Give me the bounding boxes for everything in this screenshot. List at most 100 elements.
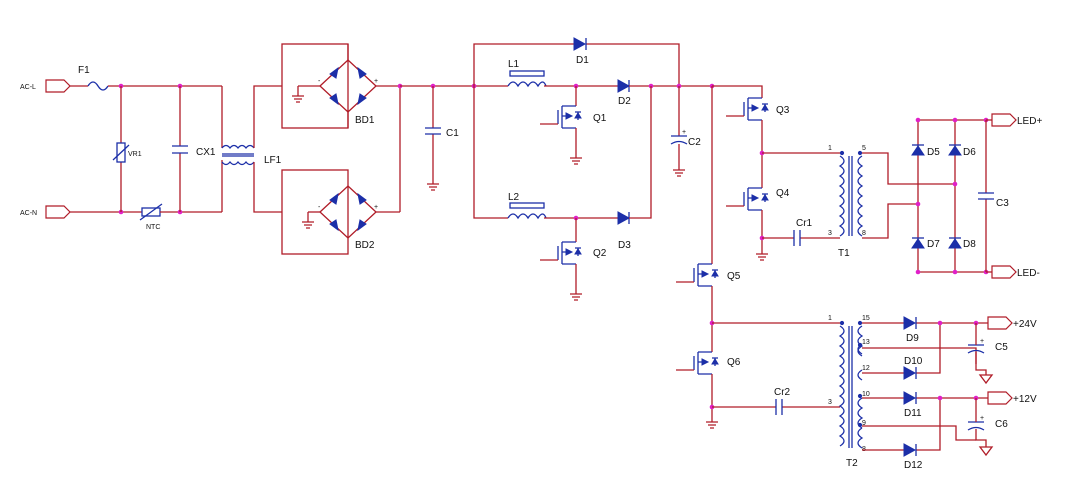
q6-label: Q6	[727, 357, 741, 368]
cr2-label: Cr2	[774, 387, 791, 398]
capacitor-c3	[978, 192, 994, 200]
mosfet-q2	[540, 218, 582, 301]
svg-text:+: +	[980, 415, 984, 422]
d6-label: D6	[963, 147, 976, 158]
diode-d7	[911, 238, 925, 249]
svg-text:+: +	[682, 129, 686, 136]
l1-label: L1	[508, 59, 520, 70]
diode-d5	[911, 145, 925, 156]
diode-d2	[617, 79, 631, 93]
ac-n-label: AC-N	[20, 210, 37, 217]
cr1-label: Cr1	[796, 218, 813, 229]
diode-d1	[573, 37, 587, 51]
led-plus-label: LED+	[1017, 116, 1042, 127]
capacitor-cx1	[172, 145, 188, 154]
mosfet-q6	[676, 351, 719, 429]
ac-n-port	[45, 205, 71, 219]
varistor-vr1	[116, 142, 126, 163]
svg-text:9: 9	[862, 420, 866, 427]
mosfet-q5	[676, 263, 719, 352]
capacitor-cr1	[793, 230, 801, 246]
input-section: AC-L AC-N F1 NTC VR1 CX1	[20, 65, 282, 231]
svg-text:3: 3	[828, 399, 832, 406]
diode-d12	[903, 443, 917, 457]
bridge-bd1: + -	[292, 59, 400, 113]
q3-label: Q3	[776, 105, 790, 116]
v24-port	[987, 316, 1013, 330]
svg-text:1: 1	[828, 145, 832, 152]
bridge-rectifiers: + - BD1 + - BD2	[281, 43, 403, 255]
d2-label: D2	[618, 96, 631, 107]
d11-label: D11	[904, 408, 922, 419]
c3-label: C3	[996, 198, 1009, 209]
llc-led-stage: Q3 Q4 Cr1 1 3 5 8	[712, 85, 1042, 279]
svg-text:8: 8	[862, 230, 866, 237]
inductor-l2	[507, 213, 547, 220]
d1-label: D1	[576, 55, 589, 66]
pfc-section: C1 D1 L1 D2 Q1	[400, 37, 715, 301]
transformer-t2: 1 3 15 13 12 10 9 8	[828, 315, 870, 453]
l2-label: L2	[508, 192, 520, 203]
d12-label: D12	[904, 460, 923, 471]
c2-label: C2	[688, 137, 701, 148]
diode-d11	[903, 391, 917, 405]
d10-label: D10	[904, 356, 923, 367]
svg-text:10: 10	[862, 391, 870, 398]
d5-label: D5	[927, 147, 940, 158]
f1-label: F1	[78, 65, 90, 76]
diode-d6	[948, 145, 962, 156]
svg-text:1: 1	[828, 315, 832, 322]
svg-text:-: -	[318, 204, 321, 211]
lf1-label: LF1	[264, 155, 282, 166]
choke-lf1	[221, 144, 255, 150]
led-plus-port	[991, 113, 1017, 127]
cx1-label: CX1	[196, 147, 216, 158]
d8-label: D8	[963, 239, 976, 250]
mosfet-q1	[540, 86, 582, 165]
fuse-f1	[87, 81, 109, 91]
t2-label: T2	[846, 458, 858, 469]
d9-label: D9	[906, 333, 919, 344]
capacitor-c6	[967, 421, 985, 431]
bridge-bd2: + -	[302, 185, 400, 239]
led-minus-port	[991, 265, 1017, 279]
v12-label: +12V	[1013, 394, 1037, 405]
v12-port	[987, 391, 1013, 405]
ac-l-label: AC-L	[20, 84, 36, 91]
q1-label: Q1	[593, 113, 607, 124]
c6-label: C6	[995, 419, 1008, 430]
svg-text:+: +	[374, 204, 378, 211]
c1-label: C1	[446, 128, 459, 139]
svg-text:5: 5	[862, 145, 866, 152]
bd2-label: BD2	[355, 240, 375, 251]
bd1-label: BD1	[355, 115, 375, 126]
diode-d9	[903, 316, 917, 330]
diode-d3	[617, 211, 631, 225]
svg-text:+: +	[374, 78, 378, 85]
mosfet-q4	[726, 187, 769, 261]
transformer-t1: 1 3 5 8	[828, 145, 955, 239]
capacitor-cr2	[775, 399, 783, 415]
diode-d8	[948, 238, 962, 249]
capacitor-c1	[425, 127, 441, 135]
q2-label: Q2	[593, 248, 607, 259]
svg-text:12: 12	[862, 365, 870, 372]
svg-text:+: +	[980, 338, 984, 345]
q4-label: Q4	[776, 188, 790, 199]
q5-label: Q5	[727, 271, 741, 282]
capacitor-c2	[670, 135, 688, 145]
inductor-l1	[507, 81, 547, 88]
svg-text:13: 13	[862, 339, 870, 346]
led-minus-label: LED-	[1017, 268, 1040, 279]
ac-l-port	[45, 79, 71, 93]
svg-text:3: 3	[828, 230, 832, 237]
d7-label: D7	[927, 239, 940, 250]
llc-aux-stage: Q5 Q6 Cr2	[676, 86, 1037, 471]
d3-label: D3	[618, 240, 631, 251]
t1-label: T1	[838, 248, 850, 259]
svg-text:-: -	[318, 78, 321, 85]
svg-text:15: 15	[862, 315, 870, 322]
vr1-label: VR1	[128, 151, 142, 158]
c5-label: C5	[995, 342, 1008, 353]
